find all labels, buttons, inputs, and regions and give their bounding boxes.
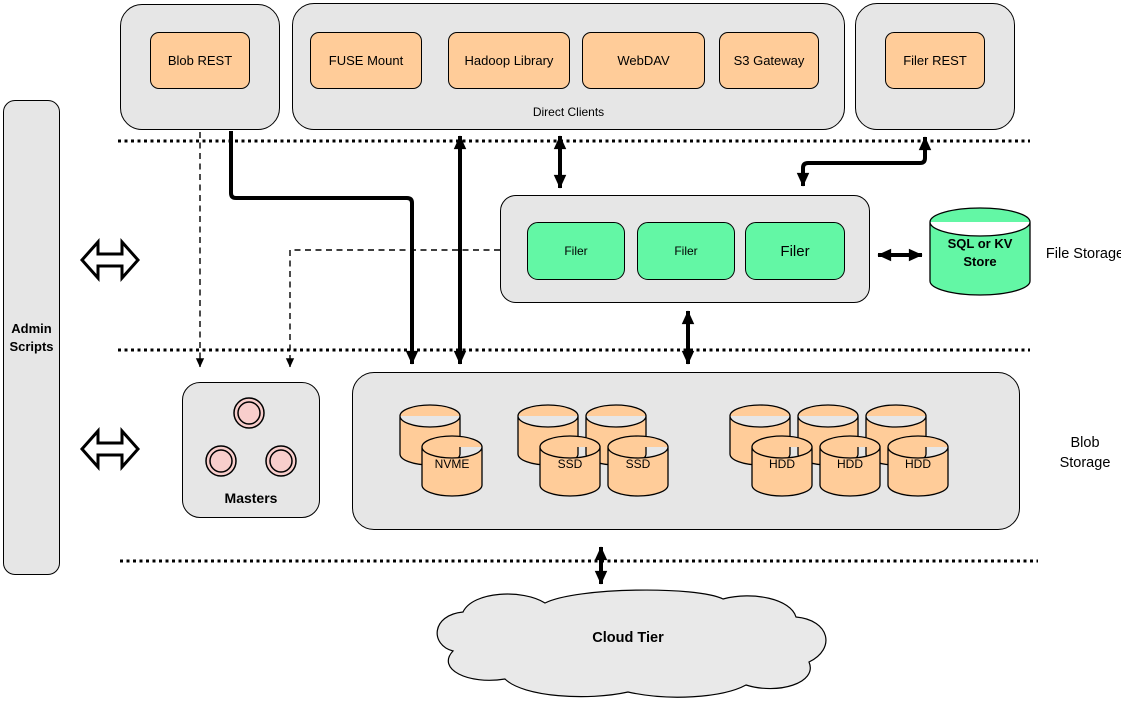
admin-file-storage-arrow — [79, 238, 141, 282]
admin-scripts-label: Admin Scripts — [9, 320, 54, 354]
filer-label-2: Filer — [674, 244, 698, 258]
webdav-label: WebDAV — [617, 53, 670, 68]
filer-rest-to-filer-arrow — [796, 136, 932, 187]
cloud-tier-label: Cloud Tier — [592, 630, 664, 647]
blob-storage-layer-label: Blob Storage — [1059, 435, 1111, 471]
s3-gateway-node: S3 Gateway — [719, 32, 819, 89]
fuse-mount-node: FUSE Mount — [310, 32, 422, 89]
admin-blob-storage-arrow — [79, 427, 141, 471]
volume-label-ssd-2: SSD — [625, 456, 651, 471]
sql-kv-store-label: SQL or KV Store — [947, 236, 1013, 269]
filer-node-2: Filer — [637, 222, 735, 280]
filer-node-3: Filer — [745, 222, 845, 280]
webdav-node: WebDAV — [582, 32, 705, 89]
blob-rest-label: Blob REST — [167, 53, 233, 68]
filer-label-3: Filer — [780, 242, 810, 260]
filer-rest-node: Filer REST — [885, 32, 985, 89]
masters-label: Masters — [224, 489, 278, 506]
volume-label-ssd-1: SSD — [557, 456, 583, 471]
filer-node-1: Filer — [527, 222, 625, 280]
filer-label-1: Filer — [564, 244, 588, 258]
direct-clients-label: Direct Clients — [532, 104, 605, 119]
admin-scripts-panel: Admin Scripts — [3, 100, 60, 575]
blob-rest-to-blob-store-arrow — [229, 131, 419, 365]
volume-label-hdd-1: HDD — [769, 456, 795, 471]
hadoop-library-node: Hadoop Library — [448, 32, 570, 89]
volume-label-hdd-2: HDD — [837, 456, 863, 471]
volume-label-hdd-3: HDD — [905, 456, 931, 471]
file-storage-layer-label: File Storage — [1045, 246, 1121, 263]
volume-label-nvme: NVME — [434, 456, 470, 471]
filer-to-masters-dashed-arrow — [285, 249, 500, 368]
blob-store-group — [352, 372, 1020, 530]
fuse-mount-label: FUSE Mount — [328, 53, 404, 68]
filer-rest-label: Filer REST — [903, 53, 967, 68]
blob-rest-node: Blob REST — [150, 32, 250, 89]
s3-gateway-label: S3 Gateway — [733, 53, 805, 68]
hadoop-library-label: Hadoop Library — [464, 53, 554, 68]
